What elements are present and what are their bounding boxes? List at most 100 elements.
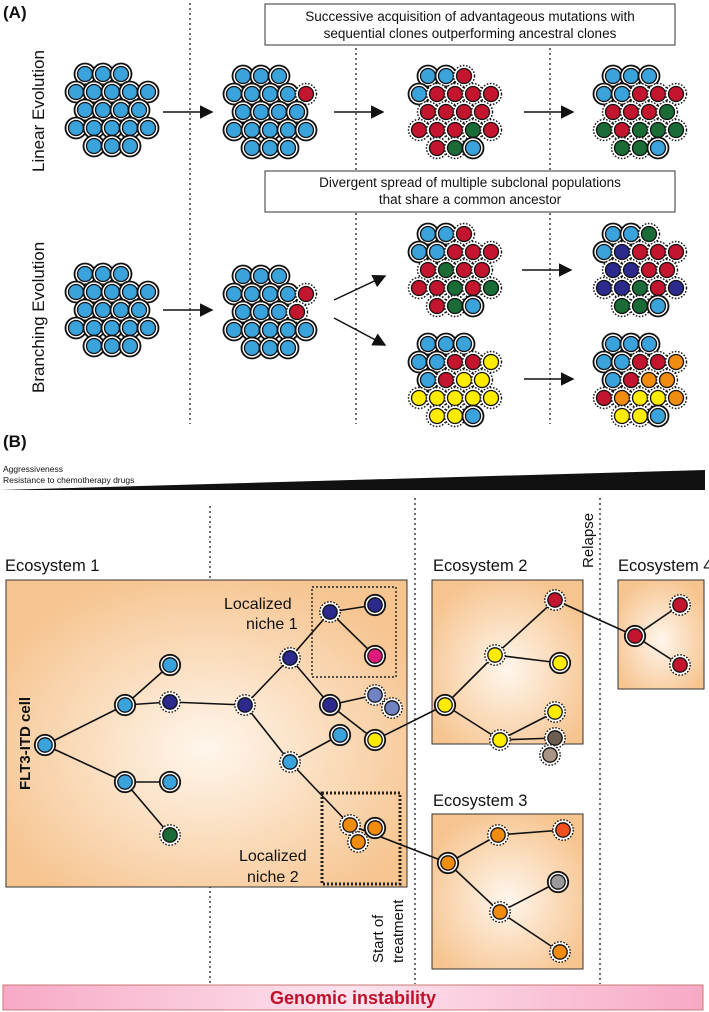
lineage-edge bbox=[494, 599, 556, 656]
cell-blue bbox=[270, 267, 288, 285]
panel-a-dividers bbox=[189, 3, 551, 424]
cell-red bbox=[649, 243, 667, 261]
lineage-cell-orange bbox=[492, 904, 508, 920]
cell-blue bbox=[279, 339, 297, 357]
cell-yellow bbox=[428, 407, 446, 425]
cell-green bbox=[482, 279, 500, 297]
lineage-cell-yellow bbox=[547, 704, 563, 720]
cell-red bbox=[482, 85, 500, 103]
cell-red bbox=[667, 243, 685, 261]
lineage-edge bbox=[554, 599, 636, 637]
cell-yellow bbox=[613, 407, 631, 425]
lineage-cell-orange bbox=[440, 855, 456, 871]
niche1-box bbox=[311, 586, 397, 678]
cell-yellow bbox=[473, 371, 491, 389]
cell-blue bbox=[121, 283, 139, 301]
relapse-label: Relapse bbox=[580, 513, 597, 568]
cell-blue bbox=[130, 101, 148, 119]
cell-red bbox=[622, 371, 640, 389]
cell-blue bbox=[76, 65, 94, 83]
cell-red bbox=[297, 285, 315, 303]
lineage-cell-red bbox=[672, 657, 688, 673]
lineage-edge bbox=[169, 701, 246, 706]
cell-blue bbox=[85, 283, 103, 301]
lineage-cell-lavender bbox=[367, 687, 383, 703]
cell-red bbox=[455, 225, 473, 243]
cell-green bbox=[613, 297, 631, 315]
cell-orange bbox=[667, 389, 685, 407]
cell-orange bbox=[658, 371, 676, 389]
cell-blue bbox=[279, 321, 297, 339]
genomic-instability-bar bbox=[2, 984, 704, 1011]
cell-blue bbox=[622, 67, 640, 85]
branching-box-line1: Divergent spread of multiple subclonal p… bbox=[319, 175, 621, 190]
lineage-cell-blue bbox=[117, 697, 133, 713]
lineage-cell-brown bbox=[547, 730, 563, 746]
niche2-box bbox=[320, 791, 402, 886]
cell-blue bbox=[464, 407, 482, 425]
lineage-cell-navy bbox=[367, 597, 383, 613]
cell-red bbox=[667, 85, 685, 103]
cell-blue bbox=[270, 103, 288, 121]
cell-yellow bbox=[631, 407, 649, 425]
lineage-cell-lavender bbox=[384, 700, 400, 716]
lineage-cell-orange bbox=[367, 820, 383, 836]
branching-evolution-label: Branching Evolution bbox=[29, 242, 48, 393]
panel-b-dividers bbox=[209, 498, 601, 984]
cell-blue bbox=[622, 335, 640, 353]
cell-blue bbox=[103, 319, 121, 337]
cell-red bbox=[464, 279, 482, 297]
lineage-edge bbox=[499, 911, 561, 953]
cell-red bbox=[455, 261, 473, 279]
niche2-line2: niche 2 bbox=[247, 869, 299, 886]
cell-green bbox=[631, 139, 649, 157]
lineage-cell-magenta bbox=[367, 648, 383, 664]
cell-blue bbox=[112, 301, 130, 319]
cell-blue bbox=[139, 83, 157, 101]
cell-red bbox=[297, 85, 315, 103]
cell-red bbox=[482, 243, 500, 261]
cell-blue bbox=[139, 119, 157, 137]
cell-blue bbox=[94, 65, 112, 83]
cell-red bbox=[419, 103, 437, 121]
cell-red bbox=[604, 103, 622, 121]
cell-blue bbox=[261, 285, 279, 303]
cell-blue bbox=[234, 67, 252, 85]
cell-red bbox=[464, 353, 482, 371]
genomic-instability-label: Genomic instability bbox=[270, 988, 436, 1008]
cell-blue bbox=[649, 297, 667, 315]
cell-blue bbox=[94, 101, 112, 119]
cell-blue bbox=[225, 285, 243, 303]
cell-blue bbox=[94, 301, 112, 319]
aggressiveness-label: Aggressiveness bbox=[3, 464, 63, 474]
cell-red bbox=[631, 85, 649, 103]
cell-yellow bbox=[464, 389, 482, 407]
cell-red bbox=[473, 103, 491, 121]
lineage-cell-navy bbox=[162, 694, 178, 710]
niche2-line1: Localized bbox=[239, 848, 307, 865]
cell-blue bbox=[252, 67, 270, 85]
cell-yellow bbox=[482, 353, 500, 371]
lineage-cell-orange bbox=[552, 944, 568, 960]
ecosystem4-title: Ecosystem 4 bbox=[618, 557, 709, 575]
cell-blue bbox=[297, 121, 315, 139]
cell-blue bbox=[437, 225, 455, 243]
cell-red bbox=[631, 353, 649, 371]
cell-yellow bbox=[446, 407, 464, 425]
lineage-cell-yellow bbox=[552, 655, 568, 671]
cell-red bbox=[446, 121, 464, 139]
cell-red bbox=[446, 353, 464, 371]
cell-green bbox=[613, 139, 631, 157]
cell-blue bbox=[139, 283, 157, 301]
cell-blue bbox=[103, 83, 121, 101]
cell-blue bbox=[261, 139, 279, 157]
lineage-cell-yellow bbox=[492, 732, 508, 748]
cell-red bbox=[649, 353, 667, 371]
cell-yellow bbox=[428, 389, 446, 407]
cell-orange bbox=[640, 371, 658, 389]
linear-box: Successive acquisition of advantageous m… bbox=[264, 3, 676, 46]
panel-a-label: (A) bbox=[3, 3, 27, 22]
resistance-label: Resistance to chemotherapy drugs bbox=[3, 475, 134, 485]
cell-green bbox=[595, 121, 613, 139]
cell-blue bbox=[243, 339, 261, 357]
